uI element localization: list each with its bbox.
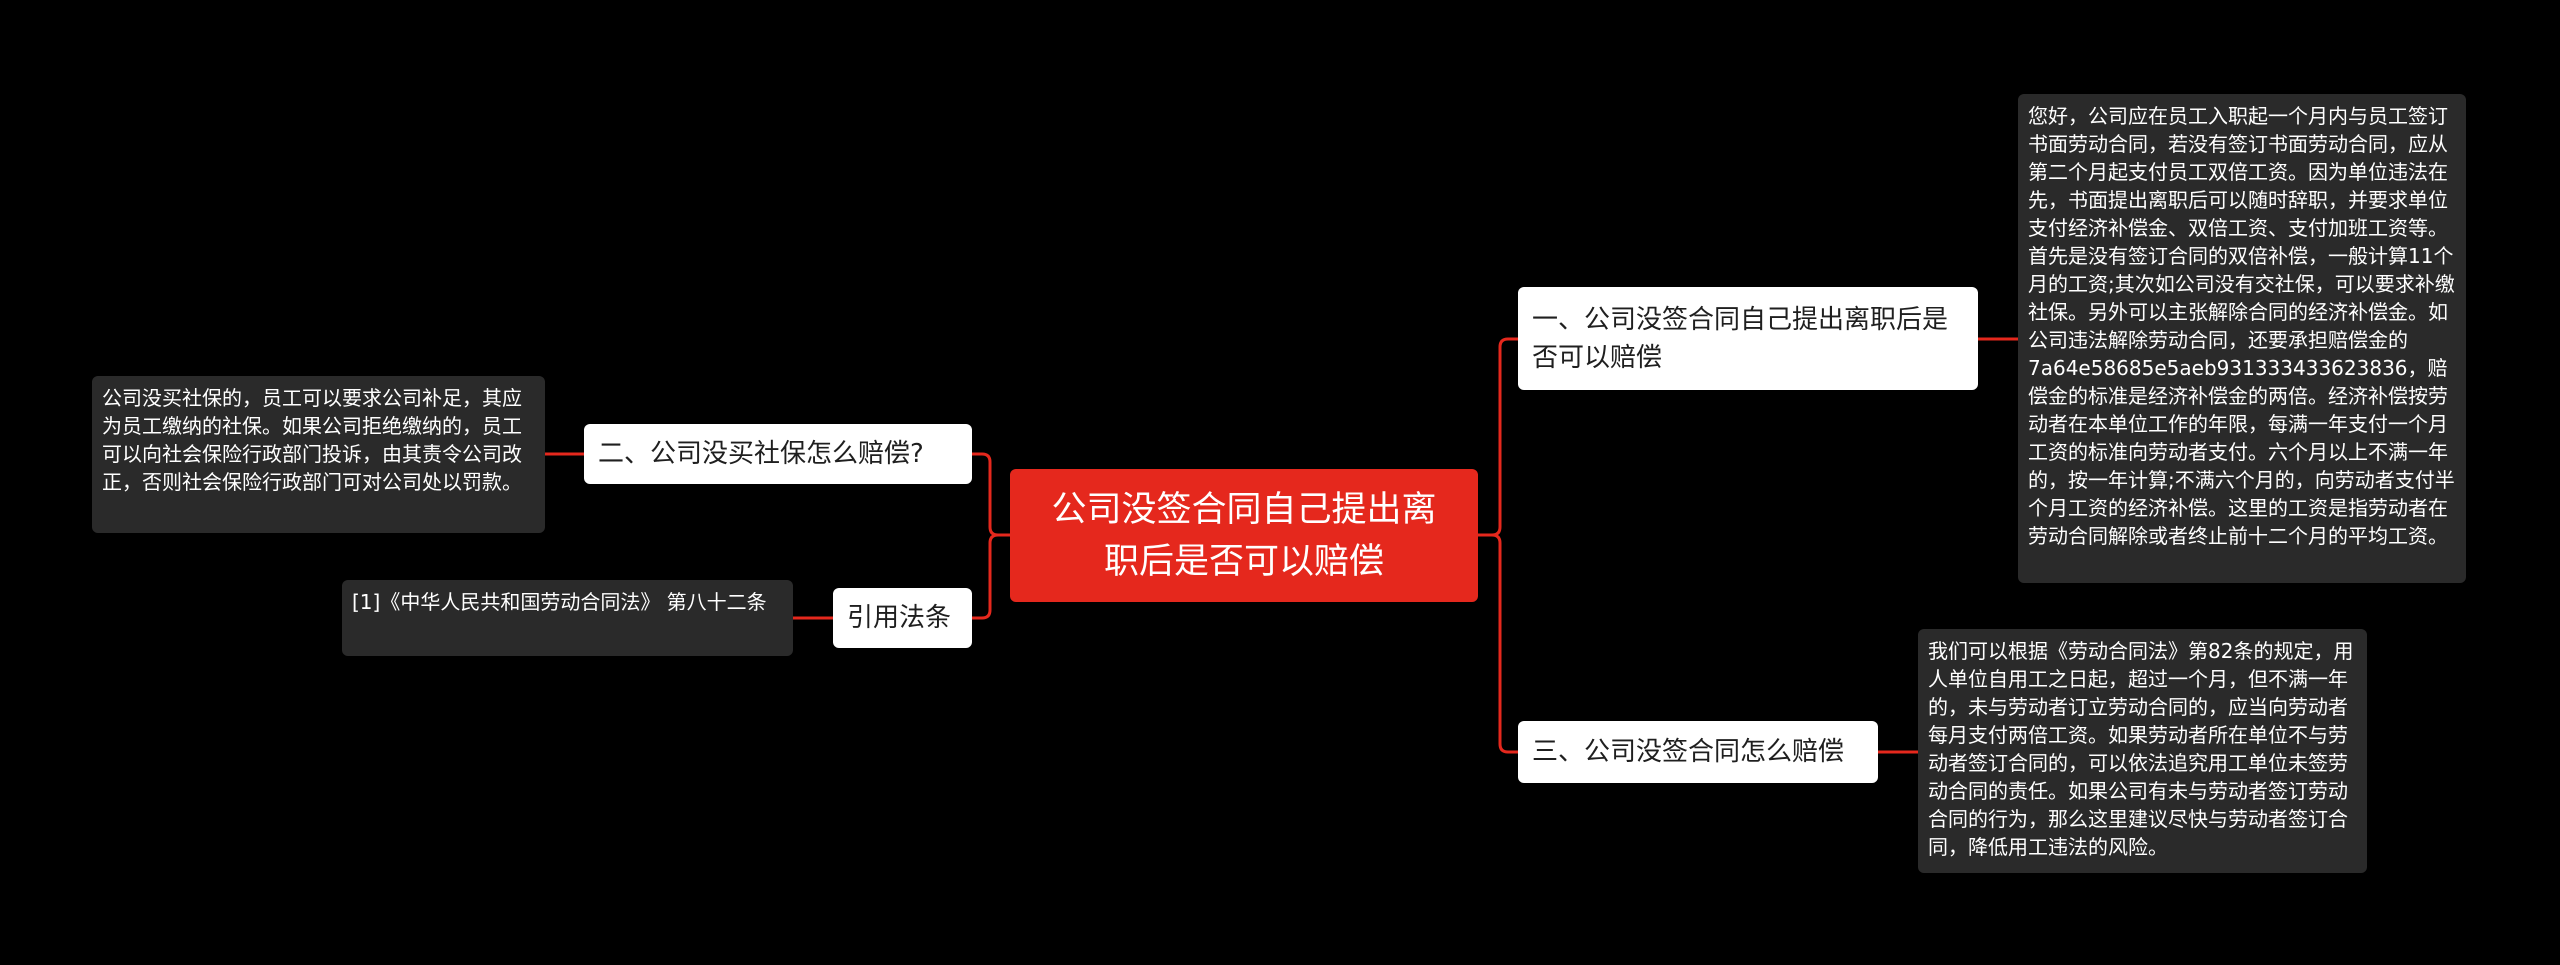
branch-node-citation[interactable]: 引用法条 bbox=[833, 588, 972, 648]
detail-note-branch3: 我们可以根据《劳动合同法》第82条的规定，用人单位自用工之日起，超过一个月，但不… bbox=[1918, 629, 2367, 873]
detail-note-branch3-text: 我们可以根据《劳动合同法》第82条的规定，用人单位自用工之日起，超过一个月，但不… bbox=[1928, 639, 2354, 859]
connector-root-branch3 bbox=[1478, 533, 1518, 754]
connector-root-branch2 bbox=[972, 452, 1010, 537]
root-topic-label: 公司没签合同自己提出离职后是否可以赔偿 bbox=[1051, 489, 1437, 582]
detail-note-branch2: 公司没买社保的，员工可以要求公司补足，其应为员工缴纳的社保。如果公司拒绝缴纳的，… bbox=[92, 376, 545, 533]
detail-note-branch1: 您好，公司应在员工入职起一个月内与员工签订书面劳动合同，若没有签订书面劳动合同，… bbox=[2018, 94, 2466, 583]
detail-note-branch2-text: 公司没买社保的，员工可以要求公司补足，其应为员工缴纳的社保。如果公司拒绝缴纳的，… bbox=[102, 386, 522, 494]
root-topic[interactable]: 公司没签合同自己提出离职后是否可以赔偿 bbox=[1010, 469, 1478, 602]
connector-root-citation bbox=[972, 533, 1010, 620]
branch-node-3[interactable]: 三、公司没签合同怎么赔偿 bbox=[1518, 721, 1878, 783]
detail-note-citation: [1]《中华人民共和国劳动合同法》 第八十二条 bbox=[342, 580, 793, 656]
detail-note-citation-text: [1]《中华人民共和国劳动合同法》 第八十二条 bbox=[352, 590, 767, 614]
detail-note-branch1-text: 您好，公司应在员工入职起一个月内与员工签订书面劳动合同，若没有签订书面劳动合同，… bbox=[2028, 104, 2455, 548]
connector-root-branch1 bbox=[1478, 337, 1518, 537]
branch-node-3-label: 三、公司没签合同怎么赔偿 bbox=[1532, 737, 1845, 767]
branch-node-2[interactable]: 二、公司没买社保怎么赔偿? bbox=[584, 424, 972, 484]
branch-node-1-label: 一、公司没签合同自己提出离职后是否可以赔偿 bbox=[1532, 304, 1949, 373]
branch-node-2-label: 二、公司没买社保怎么赔偿? bbox=[598, 439, 924, 469]
branch-node-citation-label: 引用法条 bbox=[847, 603, 952, 633]
branch-node-1[interactable]: 一、公司没签合同自己提出离职后是否可以赔偿 bbox=[1518, 287, 1978, 390]
